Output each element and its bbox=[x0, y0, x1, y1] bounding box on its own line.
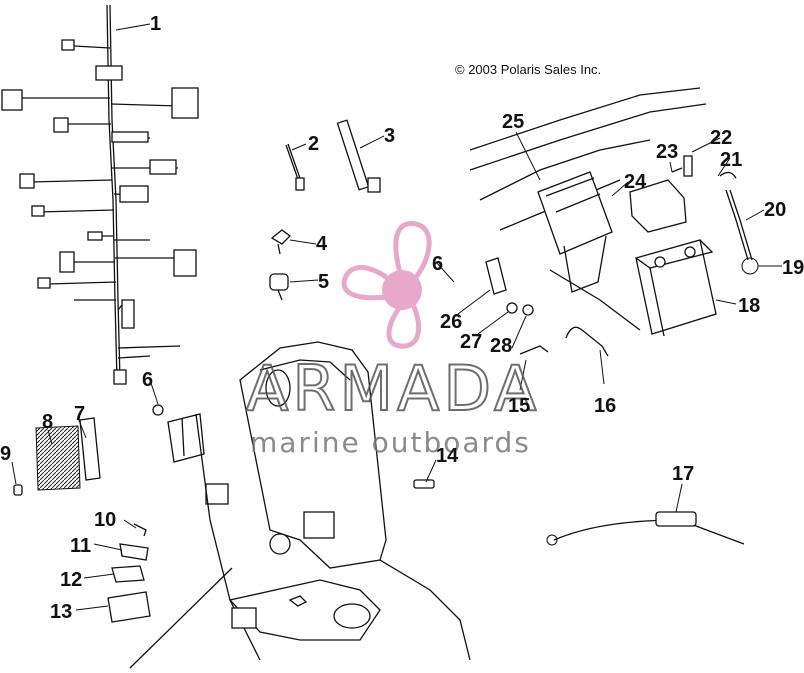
bolt-part-22 bbox=[683, 155, 693, 177]
callout-24: 24 bbox=[624, 171, 647, 193]
callout-numbers: 1 2 3 4 5 6 6 7 8 9 10 11 12 13 14 15 16… bbox=[0, 13, 804, 623]
callout-12: 12 bbox=[60, 569, 82, 591]
callout-6-right: 6 bbox=[432, 253, 443, 275]
callout-19: 19 bbox=[782, 257, 804, 279]
callout-23: 23 bbox=[656, 141, 678, 163]
callout-5: 5 bbox=[318, 271, 329, 293]
callout-22: 22 bbox=[710, 127, 732, 149]
fuse-part-9 bbox=[13, 484, 23, 496]
propeller-logo-icon bbox=[341, 221, 432, 349]
pad-part-12 bbox=[111, 565, 145, 583]
frame-assembly bbox=[129, 341, 471, 669]
callout-21: 21 bbox=[720, 149, 742, 171]
bracket-part-26 bbox=[485, 257, 507, 295]
strap-part-23 bbox=[671, 167, 683, 173]
connector-part-2 bbox=[285, 143, 305, 191]
callout-10: 10 bbox=[94, 509, 116, 531]
cable-part-15 bbox=[519, 345, 549, 355]
battery-part-18 bbox=[635, 239, 717, 337]
copyright-text: © 2003 Polaris Sales Inc. bbox=[455, 62, 601, 77]
callout-6-left: 6 bbox=[142, 369, 153, 391]
callout-16: 16 bbox=[594, 395, 616, 417]
voltage-regulator bbox=[167, 413, 205, 463]
callout-13: 13 bbox=[50, 601, 72, 623]
callout-25: 25 bbox=[502, 111, 524, 133]
callout-9: 9 bbox=[0, 443, 11, 465]
battery-box-part-25 bbox=[537, 171, 613, 293]
callout-27: 27 bbox=[460, 331, 482, 353]
clip-part-4 bbox=[270, 229, 291, 255]
nut-part-28 bbox=[522, 304, 534, 316]
bolt-part-14 bbox=[413, 479, 435, 489]
callout-15: 15 bbox=[508, 395, 530, 417]
bracket-part-11 bbox=[119, 543, 149, 561]
relay-part-5 bbox=[269, 273, 289, 301]
callout-4: 4 bbox=[316, 233, 328, 255]
nut-part-6-left bbox=[152, 404, 164, 416]
callout-8: 8 bbox=[42, 411, 53, 433]
callout-11: 11 bbox=[70, 535, 91, 557]
rod-part-3 bbox=[336, 119, 381, 193]
callout-17: 17 bbox=[672, 463, 694, 485]
cable-part-20 bbox=[725, 189, 759, 275]
cdi-box-part-13 bbox=[107, 591, 151, 623]
callout-28: 28 bbox=[490, 335, 512, 357]
callout-26: 26 bbox=[440, 311, 462, 333]
watermark-brand: ARMADA bbox=[246, 352, 540, 425]
clip-part-21 bbox=[719, 171, 737, 179]
callout-20: 20 bbox=[764, 199, 786, 221]
watermark: ARMADA marine outboards bbox=[245, 221, 540, 459]
nut-part-27 bbox=[506, 302, 518, 314]
connector-part-10 bbox=[133, 523, 147, 537]
callout-18: 18 bbox=[738, 295, 760, 317]
callout-2: 2 bbox=[308, 133, 319, 155]
rectifier-part-8 bbox=[35, 425, 81, 491]
callout-3: 3 bbox=[384, 125, 395, 147]
leader-lines bbox=[11, 23, 782, 611]
bracket-part-7 bbox=[79, 417, 101, 481]
pad-part-24 bbox=[629, 179, 687, 233]
callout-1: 1 bbox=[150, 13, 161, 35]
wiring-harness bbox=[1, 4, 199, 385]
callout-14: 14 bbox=[436, 445, 459, 467]
cable-part-16 bbox=[565, 326, 609, 357]
cable-part-17 bbox=[546, 511, 745, 546]
callout-7: 7 bbox=[74, 403, 85, 425]
watermark-tagline: marine outboards bbox=[250, 426, 531, 459]
